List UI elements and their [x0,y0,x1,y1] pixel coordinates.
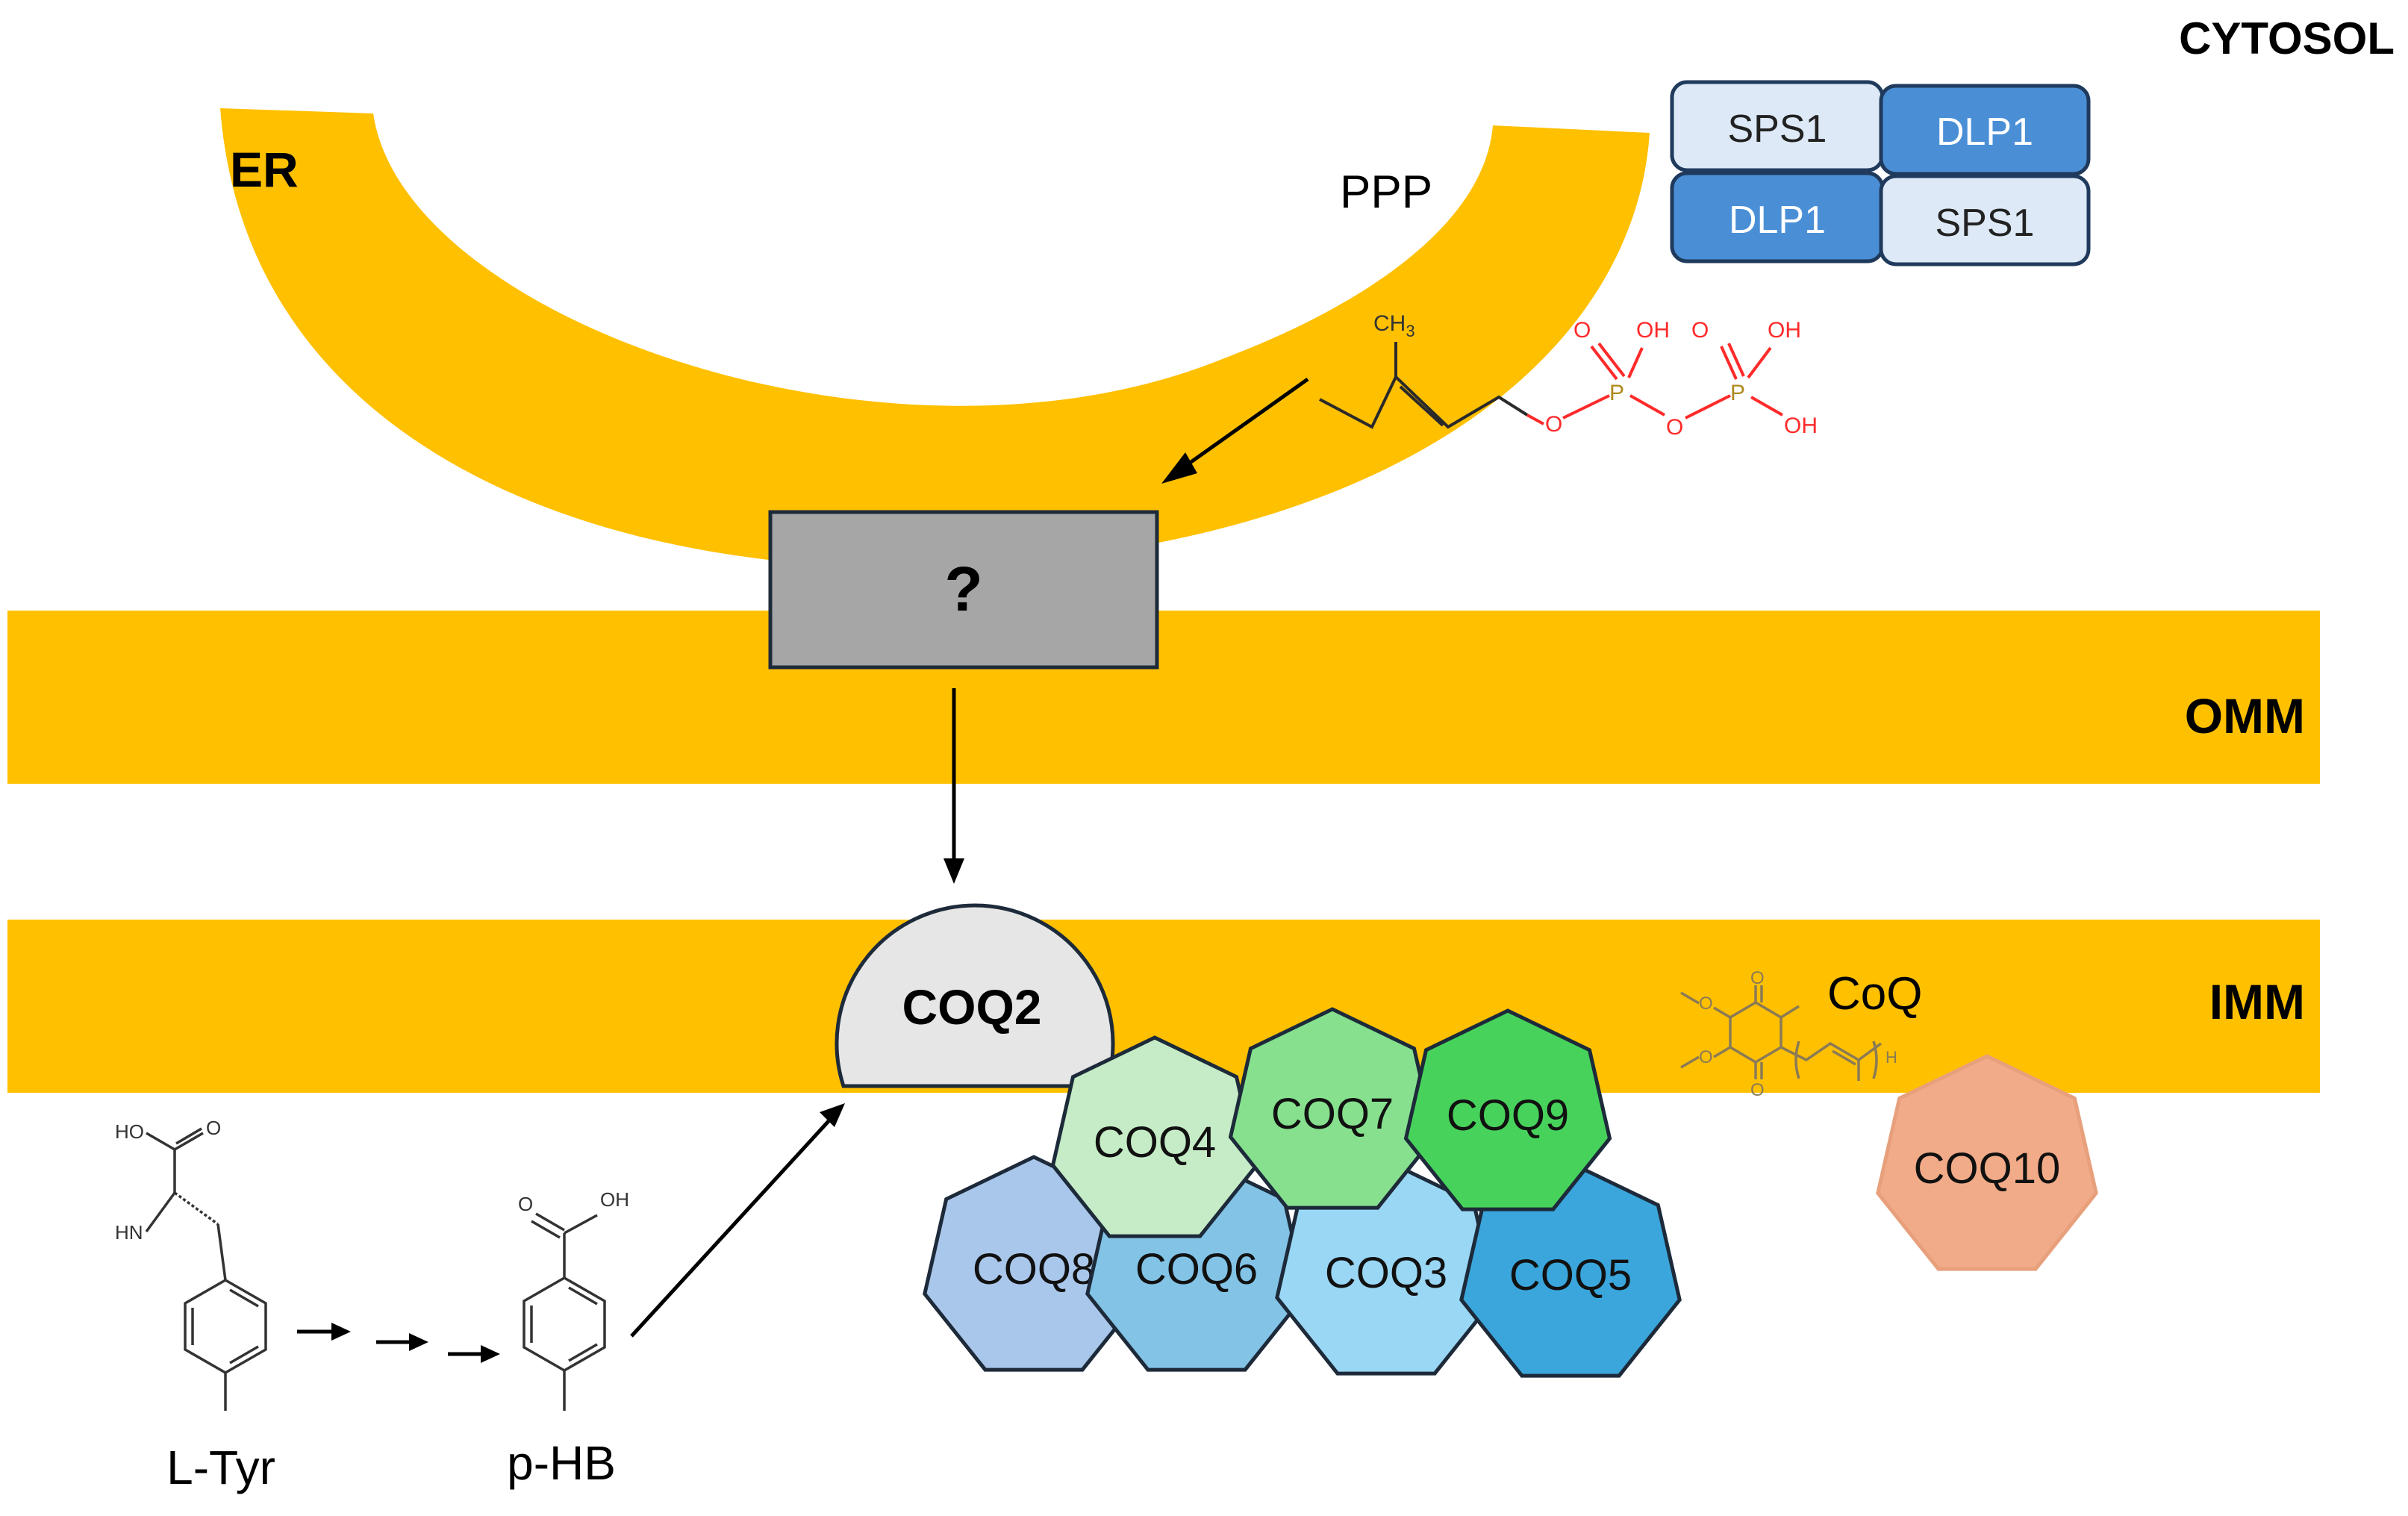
arrow-head [820,1103,845,1127]
dlp1-block [1879,84,2091,176]
ester-o: O [1545,412,1562,437]
phosphate-oh-3: OH [1784,414,1818,438]
cytosol-label: CYTOSOL [2179,13,2395,63]
omm-label: OMM [2185,688,2305,743]
p-hb-label: p-HB [507,1436,616,1490]
phb-o-label: O [518,1193,533,1215]
arrow-head [1161,452,1197,484]
coq9-label: COQ9 [1447,1091,1569,1140]
l-tyr-structure: HO O HN [115,1117,267,1411]
coq6-label: COQ6 [1135,1245,1258,1294]
p-hb-structure: O OH [518,1188,629,1411]
coq-ketone-o-bottom: O [1750,1080,1765,1100]
coq-chain-h: H [1885,1048,1897,1067]
phosphate-oh-1: OH [1636,318,1670,343]
coq7-label: COQ7 [1271,1090,1394,1138]
dlp1-label: DLP1 [1936,110,2033,154]
coq-label: CoQ [1827,968,1922,1020]
coq4-label: COQ4 [1094,1118,1216,1167]
ppp-label: PPP [1340,166,1432,218]
coq5-label: COQ5 [1509,1251,1632,1300]
arrow-head [943,858,964,884]
coq10-protein [1876,1054,2098,1271]
phb-oh-label: OH [600,1188,629,1211]
imm-label: IMM [2209,974,2305,1029]
tyr-hn-label: HN [115,1221,143,1244]
coq9-protein [1403,1008,1612,1211]
phosphorus-1: P [1609,381,1624,405]
arrow-head [481,1345,500,1363]
coq8-label: COQ8 [973,1245,1095,1294]
phosphate-o-2: O [1691,318,1709,343]
sps1-label: SPS1 [1936,202,2035,245]
arrow-head [409,1333,428,1351]
ch3-label: CH3 [1373,311,1415,340]
er-membrane [220,108,1650,568]
er-label: ER [230,142,299,197]
arrow-head [331,1323,351,1341]
l-tyr-label: L-Tyr [166,1441,275,1494]
coq10-label: COQ10 [1914,1144,2061,1193]
coq-methoxy-o-2: O [1699,1047,1713,1067]
tyr-o-label: O [206,1117,221,1139]
tyr-ho-label: HO [115,1120,144,1143]
coq-methoxy-o-1: O [1699,993,1713,1014]
unknown-transporter-box [768,510,1159,670]
sps1-block [1879,174,2091,266]
bridge-o: O [1666,415,1683,440]
coq3-protein [1275,1158,1497,1376]
coq7-protein [1228,1007,1437,1210]
coq5-protein [1459,1161,1682,1378]
coq2-protein [835,903,1115,1088]
phosphate-o-1: O [1573,318,1591,343]
pathway-step-arrows [297,1323,500,1363]
sps1-label: SPS1 [1728,107,1827,151]
phosphorus-2: P [1730,381,1745,405]
dlp1-label: DLP1 [1729,199,1826,242]
omm-membrane [7,611,2320,784]
coq-structure: O O O O H [1680,968,1897,1100]
coq2-label: COQ2 [902,979,1041,1035]
unknown-transporter-label: ? [944,554,982,624]
sps1-dlp1-complex: SPS1 DLP1 DLP1 SPS1 [1670,80,2091,266]
phosphate-oh-2: OH [1768,318,1801,343]
prenyl-pyrophosphate-structure: CH3 O P O OH O P O OH OH [1319,311,1818,440]
coq-ketone-o-top: O [1750,968,1765,988]
coq3-label: COQ3 [1325,1249,1447,1297]
